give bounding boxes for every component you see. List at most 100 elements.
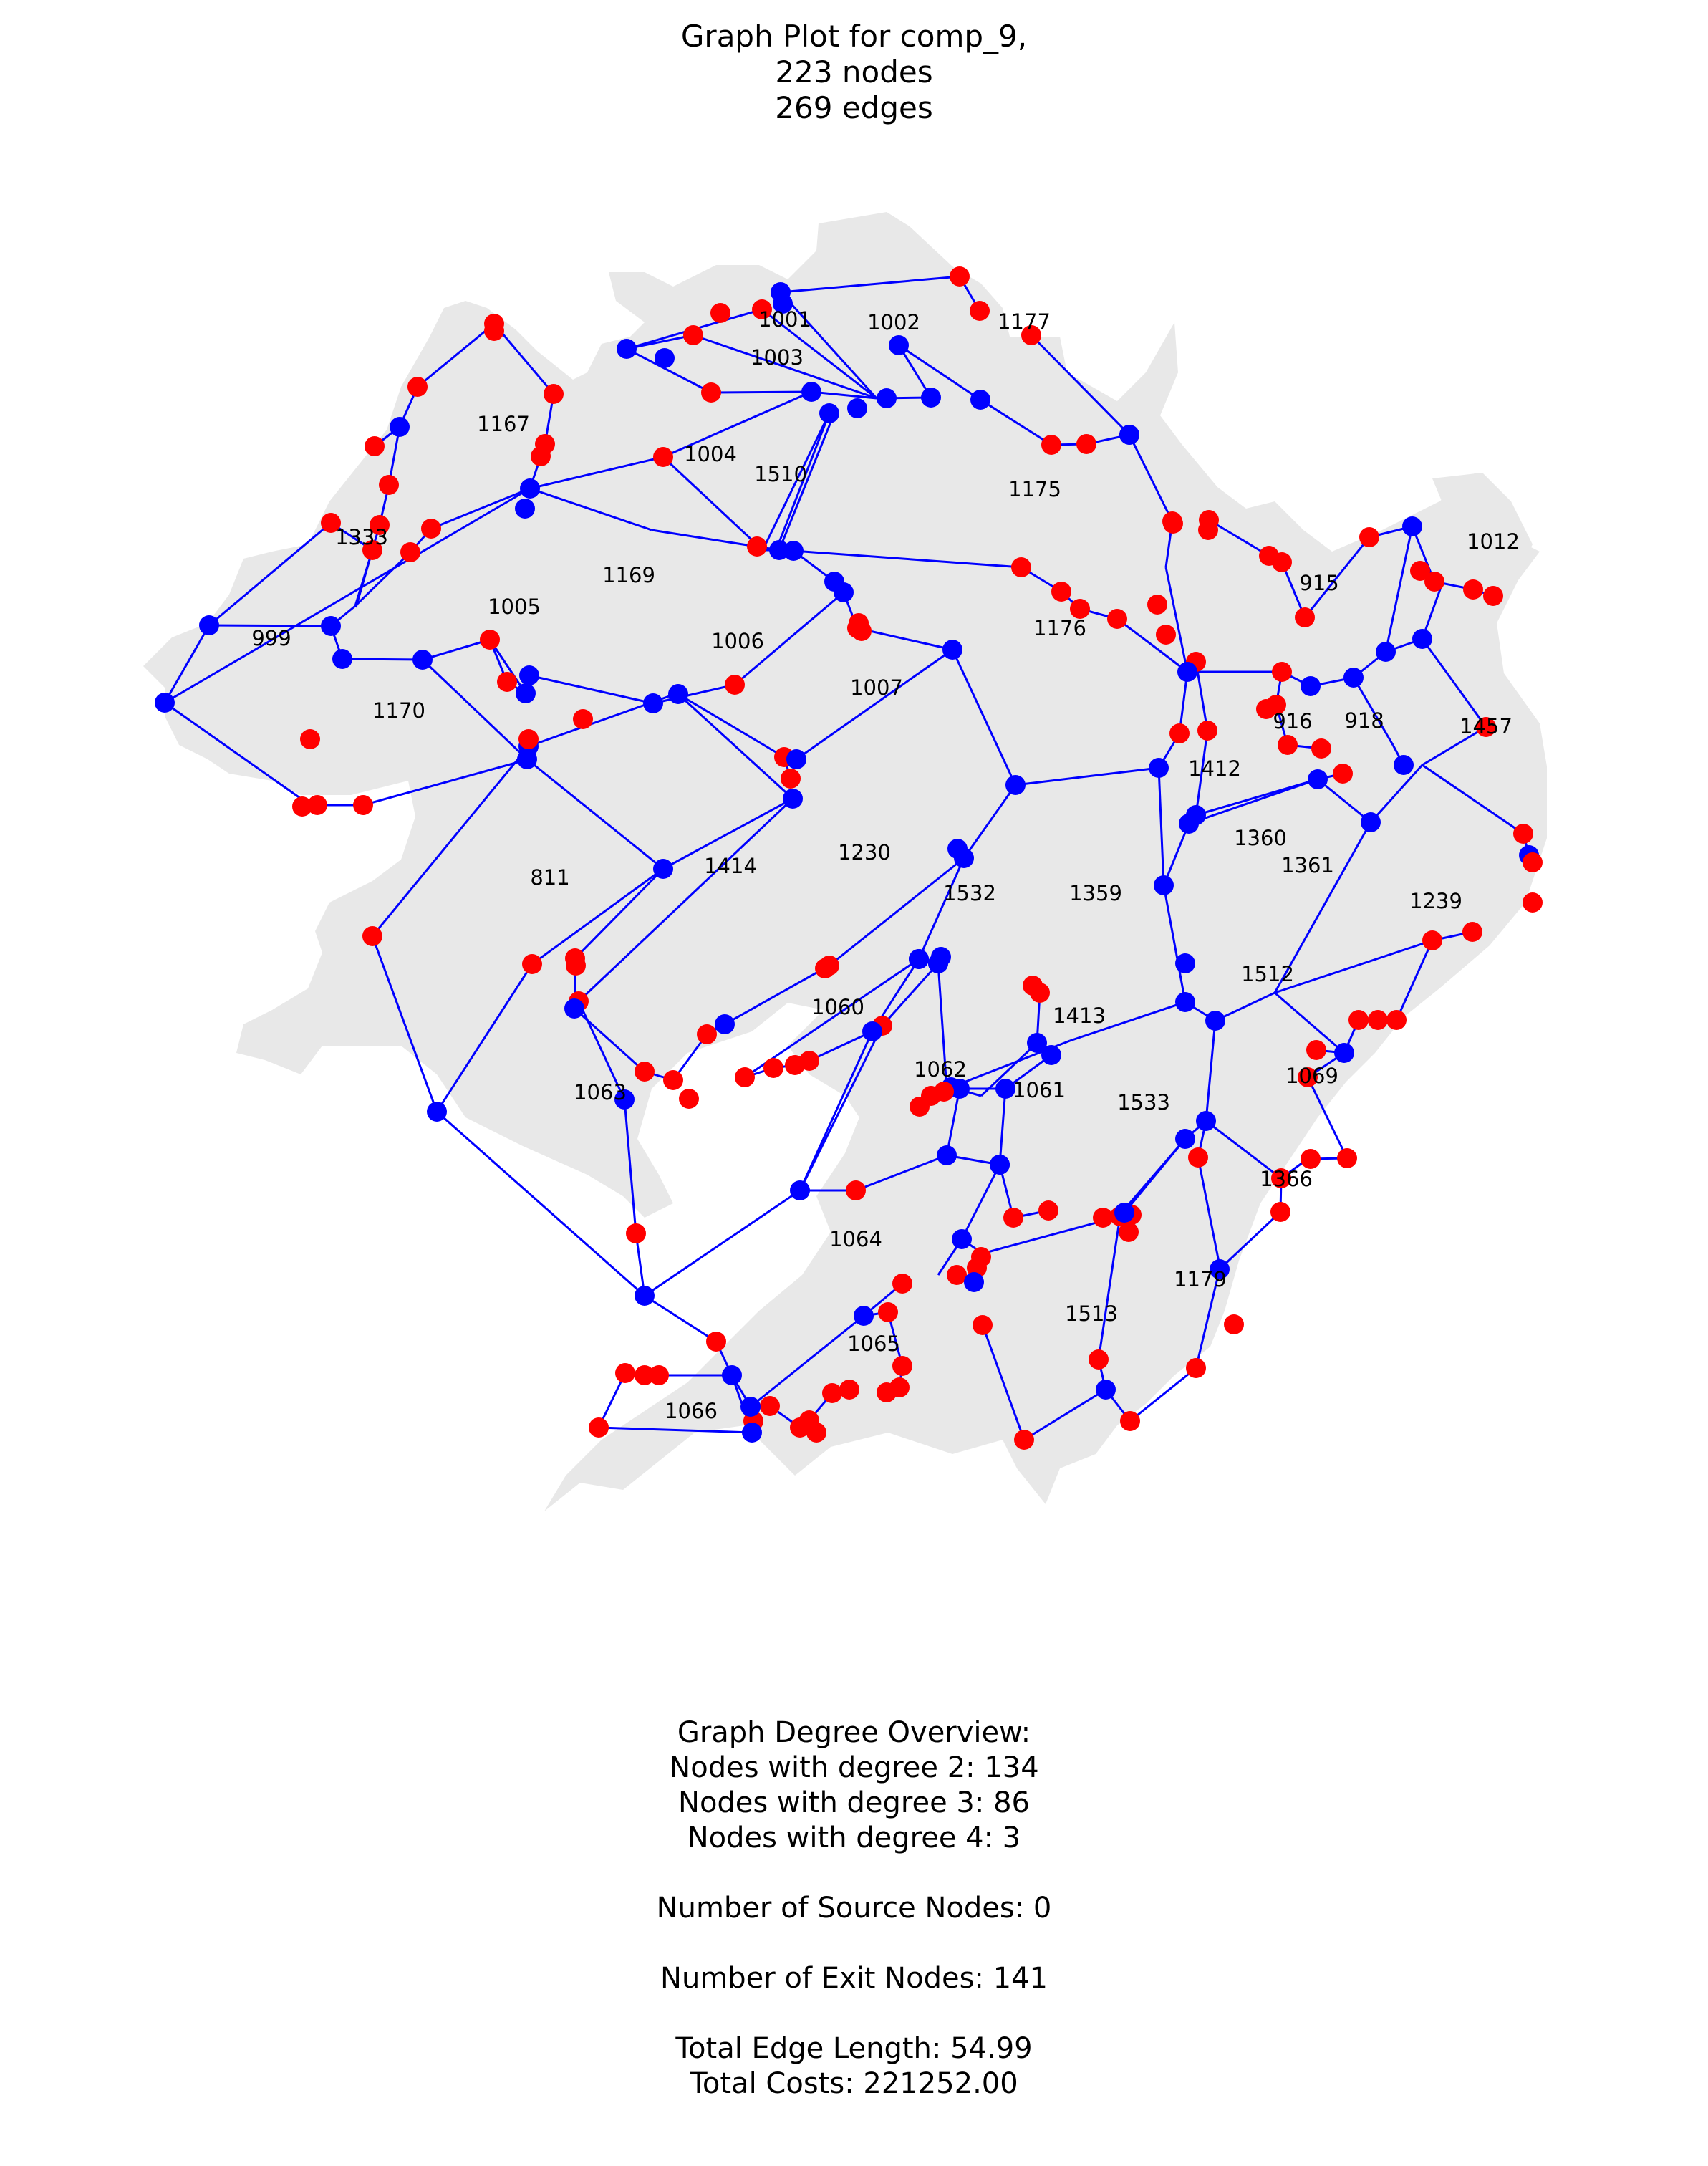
exit-node bbox=[300, 729, 320, 749]
graph-edge bbox=[855, 1154, 947, 1192]
inner-node bbox=[1343, 668, 1364, 688]
inner-node bbox=[877, 388, 897, 408]
graph-edge bbox=[597, 1372, 627, 1428]
inner-node bbox=[516, 683, 536, 703]
exit-node bbox=[370, 515, 390, 535]
graph-edge bbox=[1195, 730, 1209, 816]
graph-edge bbox=[1015, 766, 1159, 786]
graph-edge bbox=[662, 797, 793, 870]
region-label-1061: 1061 bbox=[1013, 1078, 1066, 1102]
region-label-1413: 1413 bbox=[1053, 1003, 1106, 1028]
graph-edge bbox=[761, 308, 877, 400]
graph-edge bbox=[163, 625, 211, 703]
graph-edge bbox=[644, 1189, 801, 1297]
region-label-1063: 1063 bbox=[574, 1080, 627, 1104]
exit-node bbox=[806, 1423, 826, 1443]
graph-edge bbox=[693, 334, 877, 400]
exit-node bbox=[851, 621, 872, 641]
graph-edge bbox=[421, 658, 529, 761]
inner-node bbox=[937, 1145, 957, 1165]
graph-edge bbox=[1274, 991, 1345, 1054]
exit-node bbox=[1107, 609, 1127, 629]
inner-node bbox=[1361, 812, 1381, 832]
exit-node bbox=[1386, 1010, 1407, 1030]
graph-edge bbox=[1205, 1020, 1217, 1122]
graph-edge bbox=[998, 1088, 1007, 1165]
graph-edge bbox=[577, 797, 794, 1003]
inner-node bbox=[519, 665, 539, 685]
graph-edge bbox=[1120, 1138, 1187, 1213]
graph-edge bbox=[577, 1001, 626, 1100]
graph-edge bbox=[1395, 940, 1434, 1021]
inner-node bbox=[786, 749, 806, 769]
graph-edge bbox=[644, 1294, 717, 1343]
exit-node bbox=[892, 1274, 912, 1294]
graph-edge bbox=[1195, 661, 1209, 731]
inner-node bbox=[783, 789, 803, 809]
graph-edge bbox=[774, 413, 831, 552]
graph-edge bbox=[793, 549, 1022, 569]
inner-node bbox=[801, 382, 821, 402]
spacer bbox=[0, 1856, 1708, 1891]
region-label-1002: 1002 bbox=[867, 310, 920, 334]
exit-node bbox=[1422, 930, 1442, 950]
inner-node bbox=[1402, 516, 1422, 536]
exit-node bbox=[663, 1070, 683, 1090]
inner-node bbox=[1334, 1043, 1354, 1063]
exit-node bbox=[1311, 738, 1331, 759]
graph-edge bbox=[164, 487, 531, 704]
inner-node bbox=[942, 640, 962, 660]
exit-node bbox=[679, 1089, 699, 1109]
exit-node bbox=[1093, 1208, 1113, 1228]
region-label-1239: 1239 bbox=[1409, 889, 1462, 913]
inner-node bbox=[1205, 1011, 1225, 1031]
graph-edge bbox=[798, 1025, 884, 1191]
exit-node bbox=[706, 1332, 726, 1352]
inner-node bbox=[412, 650, 433, 670]
exit-node bbox=[781, 769, 801, 789]
graph-edge bbox=[898, 344, 981, 401]
exit-node bbox=[635, 1062, 655, 1082]
region-label-1333: 1333 bbox=[335, 525, 388, 549]
chart-title: Graph Plot for comp_9, 223 nodes 269 edg… bbox=[0, 19, 1708, 126]
region-label-1001: 1001 bbox=[758, 307, 811, 332]
region-label-916: 916 bbox=[1273, 709, 1312, 733]
exit-node bbox=[760, 1396, 780, 1416]
region-label-1169: 1169 bbox=[602, 563, 655, 587]
graph-edge bbox=[164, 701, 311, 807]
region-label-1513: 1513 bbox=[1065, 1301, 1118, 1326]
stats-header: Graph Degree Overview: bbox=[677, 1716, 1031, 1749]
exit-node bbox=[950, 266, 970, 287]
inner-node bbox=[1027, 1033, 1047, 1053]
graph-edge bbox=[526, 758, 664, 870]
exit-node bbox=[1298, 1067, 1318, 1087]
stats-source-nodes: Number of Source Nodes: 0 bbox=[656, 1892, 1052, 1925]
exit-node bbox=[747, 536, 767, 557]
exit-node bbox=[362, 540, 382, 560]
graph-edge bbox=[529, 674, 654, 705]
exit-node bbox=[1271, 1168, 1291, 1188]
inner-node bbox=[854, 1306, 874, 1326]
exit-node bbox=[735, 1067, 755, 1087]
graph-edge bbox=[1215, 991, 1275, 1022]
graph-edge bbox=[208, 521, 332, 627]
inner-node bbox=[783, 541, 804, 561]
inner-node bbox=[995, 1079, 1015, 1099]
graph-edge bbox=[1218, 1210, 1282, 1271]
region-label-811: 811 bbox=[530, 865, 569, 890]
region-label-1512: 1512 bbox=[1241, 962, 1294, 986]
graph-edge bbox=[1352, 677, 1394, 746]
exit-node bbox=[1041, 435, 1061, 455]
exit-node bbox=[1410, 561, 1430, 581]
inner-node bbox=[834, 582, 854, 602]
exit-node bbox=[1120, 1411, 1140, 1431]
inner-node bbox=[1005, 775, 1026, 795]
exit-node bbox=[566, 956, 586, 976]
degree-overview: Graph Degree Overview: Nodes with degree… bbox=[0, 1715, 1708, 2102]
region-label-1066: 1066 bbox=[665, 1399, 718, 1423]
graph-edge bbox=[371, 935, 438, 1112]
inner-node bbox=[655, 348, 675, 368]
exit-node bbox=[421, 519, 441, 539]
background-region bbox=[143, 212, 1547, 1511]
exit-node bbox=[1051, 582, 1071, 602]
